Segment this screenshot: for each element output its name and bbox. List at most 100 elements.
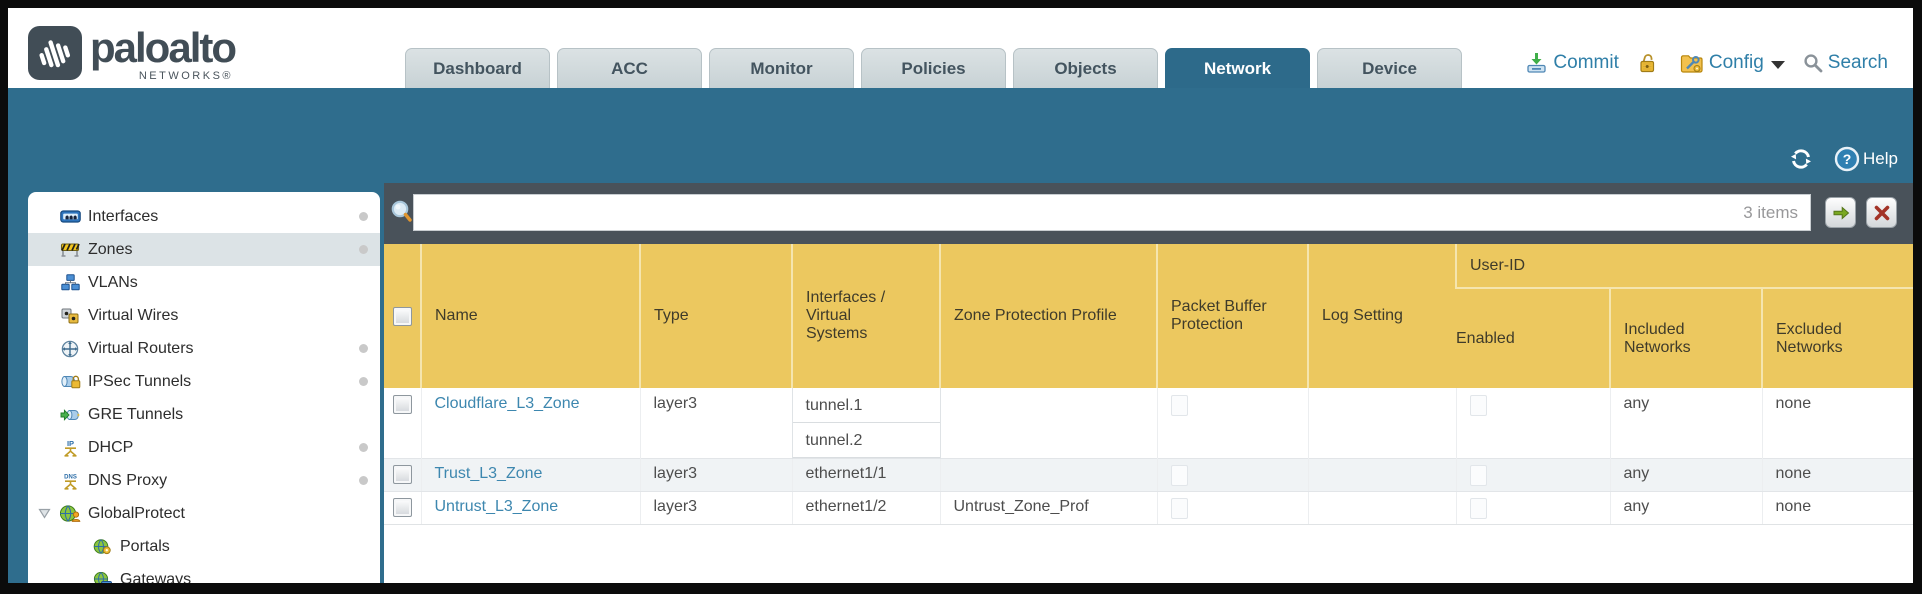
sidebar-item-label: GlobalProtect — [88, 504, 185, 522]
column-header-log-setting[interactable]: Log Setting — [1307, 244, 1456, 388]
tab-device[interactable]: Device — [1317, 48, 1462, 88]
log-setting-cell — [1307, 388, 1456, 459]
zone-name-cell: Untrust_L3_Zone — [420, 491, 640, 525]
config-label: Config — [1708, 52, 1764, 73]
sidebar-item-portals[interactable]: Portals — [28, 530, 380, 563]
sidebar-item-label: GRE Tunnels — [88, 405, 184, 423]
clear-filter-button[interactable] — [1866, 197, 1897, 228]
zone-name-link[interactable]: Untrust_L3_Zone — [434, 498, 559, 515]
select-all-checkbox[interactable] — [393, 306, 412, 326]
dns-proxy-icon: DNS — [58, 472, 82, 490]
log-setting-cell — [1307, 458, 1456, 492]
column-header-type[interactable]: Type — [639, 244, 792, 388]
globalprotect-icon — [58, 505, 82, 522]
sidebar-item-label: Gateways — [120, 570, 192, 584]
sidebar-item-label: VLANs — [88, 273, 138, 291]
header-actions: Commit Config Search — [1525, 52, 1888, 74]
filter-input[interactable] — [414, 203, 1744, 222]
user-id-enabled-checkbox — [1469, 498, 1487, 519]
sidebar-item-virtual-routers[interactable]: Virtual Routers — [28, 332, 380, 365]
ipsec-tunnels-icon — [58, 374, 82, 390]
user-id-enabled-cell — [1455, 491, 1610, 525]
column-header-zone-protection-profile[interactable]: Zone Protection Profile — [939, 244, 1157, 388]
sidebar-item-label: Virtual Wires — [88, 306, 179, 324]
tab-objects[interactable]: Objects — [1013, 48, 1158, 88]
column-header-enabled[interactable]: Enabled — [1456, 288, 1610, 388]
gre-tunnels-icon — [58, 407, 82, 423]
tab-network[interactable]: Network — [1165, 48, 1310, 88]
paloalto-logo: paloalto NETWORKS® — [28, 22, 237, 82]
column-header-excluded-networks[interactable]: Excluded Networks — [1760, 288, 1913, 388]
column-header-name[interactable]: Name — [420, 244, 640, 388]
column-header-included-networks[interactable]: Included Networks — [1609, 288, 1762, 388]
sidebar-item-gateways[interactable]: Gateways — [28, 563, 380, 583]
sidebar-item-interfaces[interactable]: Interfaces — [28, 200, 380, 233]
commit-button[interactable]: Commit — [1525, 52, 1619, 74]
packet-buffer-protection-checkbox — [1170, 465, 1188, 486]
user-id-enabled-cell — [1455, 388, 1610, 459]
tab-policies[interactable]: Policies — [861, 48, 1006, 88]
select-all-header — [384, 244, 421, 388]
zone-interfaces-cell: ethernet1/1 — [791, 458, 940, 492]
filter-input-wrap: 3 items — [413, 194, 1811, 231]
chevron-down-icon — [1770, 60, 1785, 69]
zone-name-link[interactable]: Cloudflare_L3_Zone — [434, 395, 580, 412]
packet-buffer-protection-cell — [1156, 491, 1308, 525]
apply-filter-button[interactable] — [1825, 197, 1856, 228]
log-setting-cell — [1307, 491, 1456, 525]
packet-buffer-protection-cell — [1156, 388, 1308, 459]
search-button[interactable]: Search — [1803, 52, 1888, 74]
included-networks-cell: any — [1609, 458, 1762, 492]
tab-acc[interactable]: ACC — [557, 48, 702, 88]
status-dot — [359, 443, 368, 452]
virtual-wires-icon — [58, 308, 82, 324]
svg-text:IP: IP — [66, 439, 73, 448]
vlans-icon — [58, 274, 82, 291]
row-checkbox[interactable] — [393, 465, 412, 484]
sidebar-item-virtual-wires[interactable]: Virtual Wires — [28, 299, 380, 332]
row-select-cell — [384, 458, 421, 492]
svg-text:?: ? — [1843, 151, 1852, 167]
config-menu-button[interactable]: Config — [1680, 52, 1785, 74]
tab-monitor[interactable]: Monitor — [709, 48, 854, 88]
search-icon — [1803, 53, 1823, 73]
column-header-interfaces-virtual-systems[interactable]: Interfaces / Virtual Systems — [791, 244, 940, 388]
sidebar-item-zones[interactable]: Zones — [28, 233, 380, 266]
help-label[interactable]: Help — [1863, 149, 1898, 168]
sidebar-item-vlans[interactable]: VLANs — [28, 266, 380, 299]
lock-icon[interactable] — [1637, 52, 1657, 74]
zone-name-link[interactable]: Trust_L3_Zone — [434, 465, 543, 482]
row-checkbox[interactable] — [393, 498, 412, 517]
refresh-icon[interactable] — [1788, 147, 1814, 171]
commit-icon — [1525, 52, 1548, 74]
excluded-networks-cell: none — [1761, 491, 1913, 525]
user-id-group-header: User-ID — [1454, 244, 1913, 289]
sidebar-item-ipsec-tunnels[interactable]: IPSec Tunnels — [28, 365, 380, 398]
expander-triangle-icon[interactable] — [38, 508, 58, 519]
tab-dashboard[interactable]: Dashboard — [405, 48, 550, 88]
excluded-networks-cell: none — [1761, 388, 1913, 459]
search-label: Search — [1827, 52, 1888, 73]
config-icon — [1680, 53, 1704, 74]
commit-label: Commit — [1553, 52, 1619, 73]
sidebar-item-globalprotect[interactable]: GlobalProtect — [28, 497, 380, 530]
row-checkbox[interactable] — [393, 395, 412, 414]
filter-bar: 3 items — [384, 183, 1913, 244]
excluded-networks-cell: none — [1761, 458, 1913, 492]
help-icon[interactable]: ? — [1834, 146, 1860, 172]
column-header-packet-buffer-protection[interactable]: Packet Buffer Protection — [1156, 244, 1308, 388]
sidebar-item-gre-tunnels[interactable]: GRE Tunnels — [28, 398, 380, 431]
status-dot — [359, 212, 368, 221]
included-networks-cell: any — [1609, 388, 1762, 459]
svg-text:DNS: DNS — [64, 474, 77, 480]
user-id-enabled-cell — [1455, 458, 1610, 492]
packet-buffer-protection-checkbox — [1170, 498, 1188, 519]
